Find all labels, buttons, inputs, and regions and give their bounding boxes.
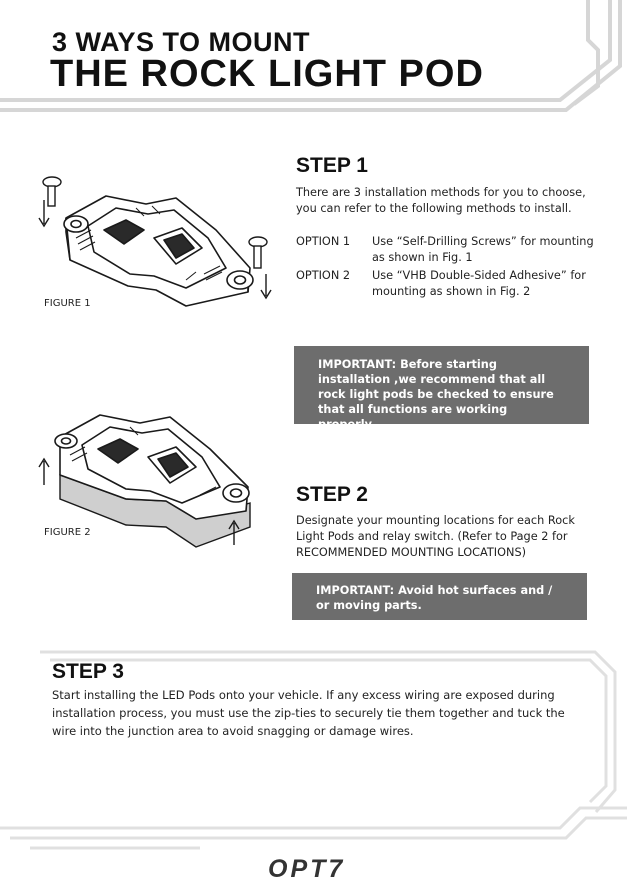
figure-1-label: FIGURE 1 bbox=[44, 298, 91, 309]
figure-2-pod-illustration bbox=[38, 414, 251, 548]
figure-2-label: FIGURE 2 bbox=[44, 527, 91, 538]
option-1-text: Use “Self-Drilling Screws” for mounting … bbox=[372, 235, 594, 264]
header-title: THE ROCK LIGHT POD bbox=[50, 53, 484, 95]
step-2-text: Designate your mounting locations for ea… bbox=[296, 514, 575, 559]
option-2-text: Use “VHB Double-Sided Adhesive” for moun… bbox=[372, 269, 586, 298]
opt7-logo: OPT7 bbox=[268, 855, 346, 883]
step-1-intro: There are 3 installation methods for you… bbox=[296, 186, 586, 215]
option-2-label: OPTION 2 bbox=[296, 269, 351, 282]
step-3-text: Start installing the LED Pods onto your … bbox=[52, 688, 565, 738]
step-1-important-note: IMPORTANT: Before starting installation … bbox=[294, 346, 589, 431]
header-subtitle: 3 WAYS TO MOUNT bbox=[52, 27, 311, 57]
option-1-label: OPTION 1 bbox=[296, 235, 351, 248]
step-3-title: STEP 3 bbox=[52, 660, 124, 683]
step-2-important-note: IMPORTANT: Avoid hot surfaces and / or m… bbox=[292, 573, 587, 620]
step-1-title: STEP 1 bbox=[296, 154, 368, 177]
step-2-title: STEP 2 bbox=[296, 483, 368, 506]
figure-1-pod-illustration bbox=[38, 176, 272, 307]
